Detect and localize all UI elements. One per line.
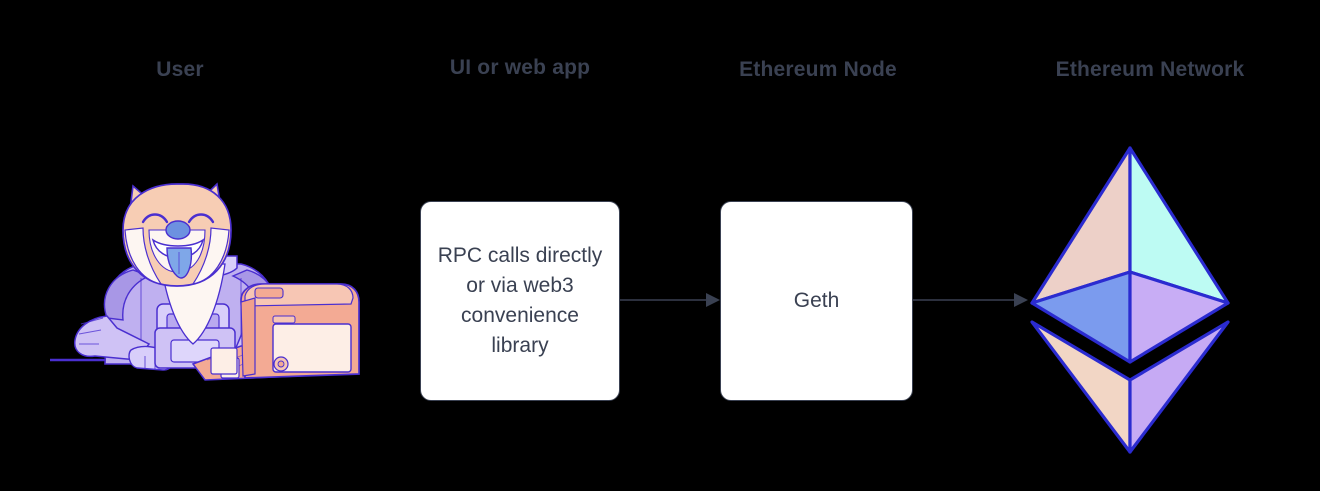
ethereum-logo <box>1030 146 1230 454</box>
arrow-rpc-to-geth <box>620 293 720 307</box>
arrow-geth-to-network <box>913 293 1028 307</box>
user-avatar-illustration <box>50 182 360 381</box>
dog-cheek-left <box>124 227 163 285</box>
column-label-ethereum-network: Ethereum Network <box>1055 58 1245 81</box>
column-label-ethereum-node: Ethereum Node <box>739 58 897 81</box>
arrow-head <box>706 293 720 307</box>
node-rpc-calls[interactable]: RPC calls directly or via web3 convenien… <box>420 201 620 401</box>
computer-dial-center <box>277 360 285 368</box>
computer-vent <box>272 315 296 324</box>
dog-nose <box>165 220 191 240</box>
dog-eye-left <box>141 213 169 224</box>
eth-facet-bottom-right <box>1128 320 1230 454</box>
retro-computer <box>191 283 360 381</box>
dog-eye-right <box>187 213 215 224</box>
column-label-user: User <box>156 58 204 81</box>
node-geth-label: Geth <box>793 289 840 313</box>
computer-left-bevel <box>240 297 256 377</box>
dog-cheek-right <box>191 227 230 285</box>
node-geth[interactable]: Geth <box>720 201 913 401</box>
node-rpc-calls-label: RPC calls directly or via web3 convenien… <box>437 244 603 357</box>
eth-facet-mid-right <box>1128 270 1230 364</box>
computer-handle <box>254 287 284 299</box>
arrow-head <box>1014 293 1028 307</box>
computer-screen <box>272 323 352 373</box>
computer-side-panel <box>210 347 238 375</box>
robotic-arm-segments <box>78 317 104 345</box>
column-label-ui-or-web-app: UI or web app <box>449 56 591 79</box>
